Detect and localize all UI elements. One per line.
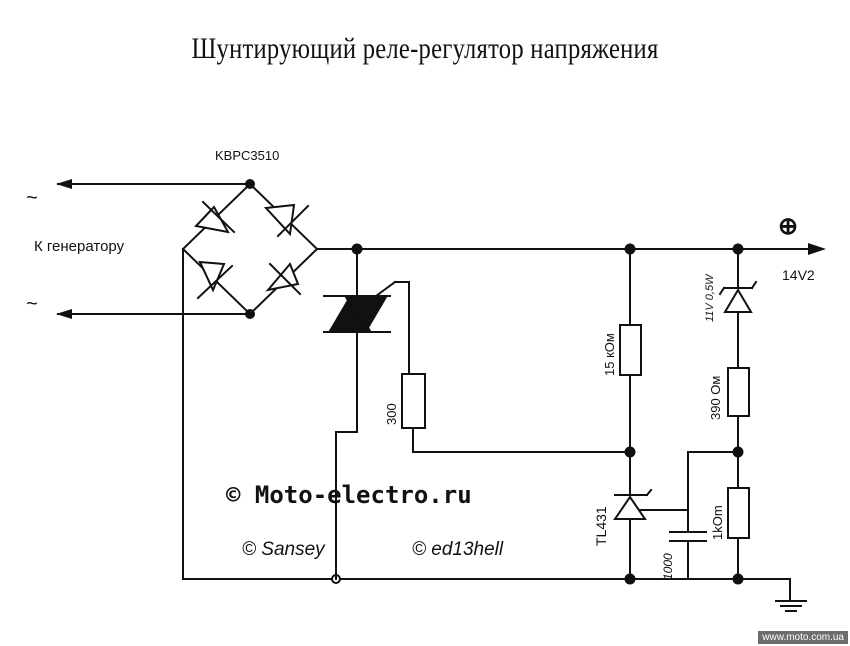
generator-label: К генератору [34, 238, 125, 255]
reference-line [687, 451, 739, 533]
node-divider [732, 446, 744, 458]
zener-diode [718, 248, 758, 369]
footer-watermark: www.moto.com.ua [758, 631, 848, 644]
r1k-label: 1kOm [710, 505, 725, 540]
ground-icon [775, 600, 807, 612]
tl431-label: TL431 [593, 506, 609, 546]
bridge-diode-4 [265, 262, 302, 296]
arrow-left-top-icon [56, 179, 72, 189]
resistor-1k [727, 487, 750, 580]
r300-label: 300 [384, 403, 399, 425]
tl431 [613, 451, 689, 580]
zener-label: 11V 0,5W [704, 273, 716, 322]
copyright-author-2: © ed13hell [412, 539, 504, 560]
triac [323, 248, 410, 580]
resistor-gate [401, 373, 631, 453]
capacitor-label: 1000 [661, 553, 675, 580]
ac-symbol-top: ~ [26, 187, 38, 209]
resistor-15k [619, 248, 642, 453]
node-bridge-top [245, 179, 255, 189]
bridge-label: KBPC3510 [215, 148, 279, 163]
copyright-author-1: © Sansey [242, 539, 326, 560]
output-voltage-label: 14V2 [782, 267, 815, 283]
arrow-left-bottom-icon [56, 309, 72, 319]
ac-symbol-bottom: ~ [26, 293, 38, 315]
bridge-diode-1 [194, 200, 236, 234]
bridge-diode-2 [263, 203, 310, 238]
plus-icon: ⊕ [778, 213, 798, 240]
resistor-390 [727, 367, 750, 489]
output-arrow-icon [808, 243, 826, 255]
node-bridge-bottom [245, 309, 255, 319]
diagram-title: Шунтирующий реле-регулятор напряжения [191, 32, 659, 65]
r15k-label: 15 кОм [602, 333, 617, 376]
capacitor [669, 531, 707, 580]
copyright-main: © Moto-electro.ru [226, 481, 472, 509]
r390-label: 390 Ом [708, 376, 723, 420]
bridge-diode-3 [196, 260, 234, 300]
